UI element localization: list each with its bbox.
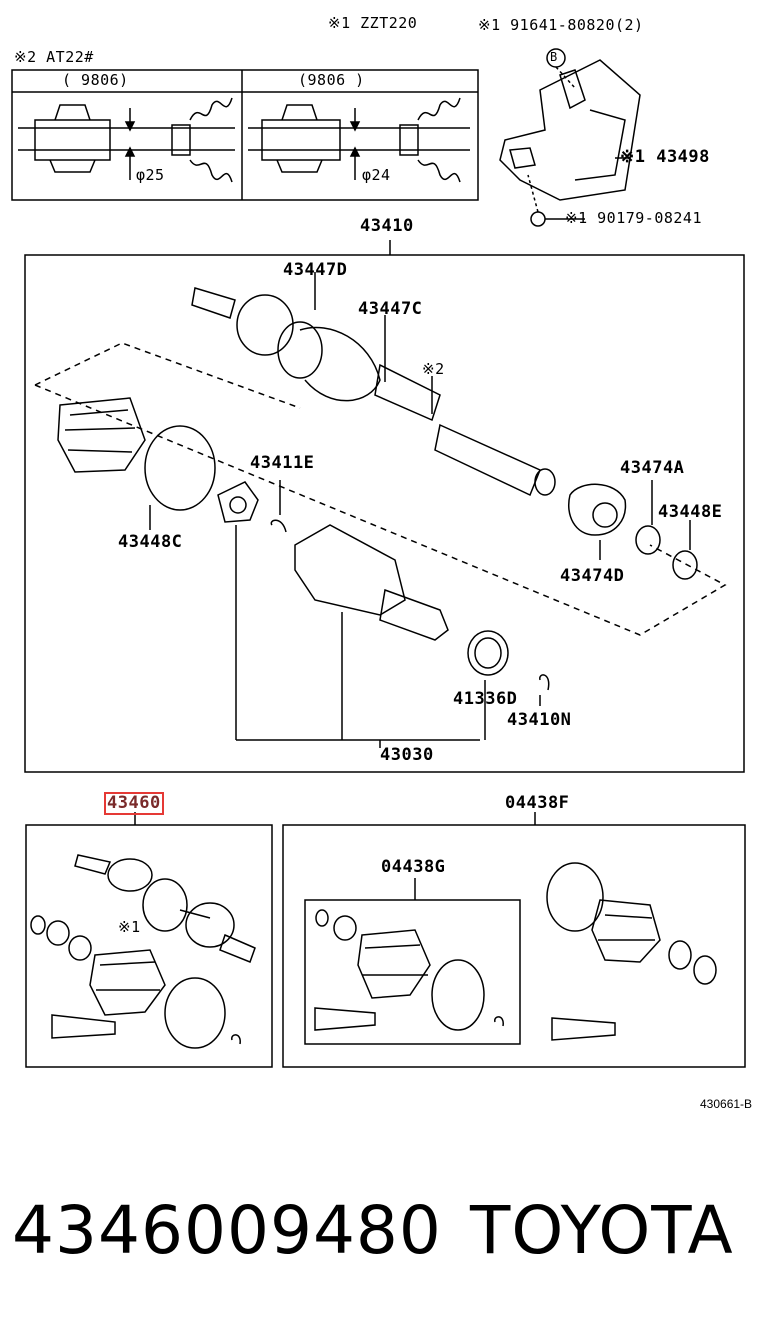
- transmission-note-label: ※2 AT22#: [14, 48, 94, 66]
- part-43411E-label[interactable]: 43411E: [250, 453, 315, 473]
- spec-col1-header: ( 9806): [62, 71, 129, 89]
- callout-b-label: B: [550, 50, 558, 64]
- engine-note-label: ※1 ZZT220: [328, 14, 418, 32]
- part-43474A-label[interactable]: 43474A: [620, 458, 685, 478]
- kit-04438G-label[interactable]: 04438G: [381, 857, 446, 877]
- bolt-part-label[interactable]: ※1 91641-80820(2): [478, 16, 644, 34]
- note2-marker: ※2: [422, 360, 445, 378]
- spec-col1-diameter: φ25: [136, 166, 165, 184]
- part-43448C-label[interactable]: 43448C: [118, 532, 183, 552]
- part-41336D-label[interactable]: 41336D: [453, 689, 518, 709]
- bracket-part-label[interactable]: ※1 43498: [620, 147, 710, 167]
- footer-brand: TOYOTA: [470, 1192, 734, 1269]
- kit-04438F-label[interactable]: 04438F: [505, 793, 570, 813]
- part-43030-label[interactable]: 43030: [380, 745, 434, 765]
- part-43447D-label[interactable]: 43447D: [283, 260, 348, 280]
- footer-part-number: 4346009480: [12, 1192, 442, 1269]
- main-assembly-label[interactable]: 43410: [360, 216, 414, 236]
- diagram-reference: 430661-B: [700, 1097, 753, 1111]
- spec-col2-header: (9806 ): [298, 71, 365, 89]
- kit-left-note: ※1: [118, 918, 141, 936]
- part-43448E-label[interactable]: 43448E: [658, 502, 723, 522]
- nut-part-label[interactable]: ※1 90179-08241: [565, 209, 702, 227]
- part-43410N-label[interactable]: 43410N: [507, 710, 572, 730]
- spec-col2-diameter: φ24: [362, 166, 391, 184]
- part-43447C-label[interactable]: 43447C: [358, 299, 423, 319]
- kit-43460-label[interactable]: 43460: [104, 792, 164, 815]
- part-43474D-label[interactable]: 43474D: [560, 566, 625, 586]
